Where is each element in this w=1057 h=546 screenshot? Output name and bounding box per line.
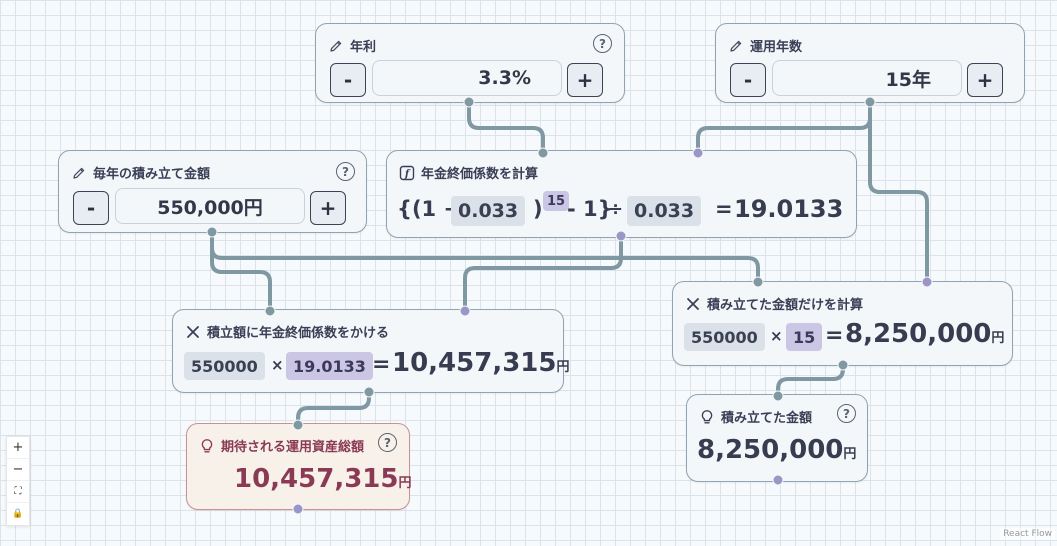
expected-total-target-handle[interactable] bbox=[292, 419, 304, 431]
factor-chip: 19.0133 bbox=[286, 352, 373, 380]
pencil-icon bbox=[328, 38, 344, 54]
attribution-link[interactable]: React Flow bbox=[1000, 528, 1055, 540]
multiply-years-node[interactable]: 積み立てた金額だけを計算 550000 × 15 = 8,250,000円 bbox=[672, 281, 1013, 366]
rate-input[interactable]: 3.3% bbox=[372, 60, 562, 96]
rate-chip-2: 0.033 bbox=[627, 196, 702, 226]
multiply-years-saving-target-handle[interactable] bbox=[752, 276, 764, 288]
pencil-icon bbox=[728, 38, 744, 54]
expected-total-node[interactable]: 期待される運用資産総額 ? 10,457,315円 bbox=[186, 423, 412, 510]
multiply-years-result: 8,250,000円 bbox=[845, 319, 1005, 349]
factor-result: 19.0133 bbox=[734, 195, 844, 223]
multiply-factor-result: 10,457,315円 bbox=[392, 348, 570, 378]
function-icon: f bbox=[399, 165, 415, 181]
multiply-factor-saving-target-handle[interactable] bbox=[264, 305, 276, 317]
increment-years-button[interactable]: + bbox=[967, 63, 1003, 97]
years-source-handle[interactable] bbox=[864, 96, 876, 108]
formula-open: {(1 + bbox=[397, 197, 462, 221]
years-node[interactable]: 運用年数 - 15年 + bbox=[715, 23, 1025, 103]
multiply-years-title: 積み立てた金額だけを計算 bbox=[685, 294, 863, 313]
factor-years-target-handle[interactable] bbox=[692, 147, 704, 159]
yearly-saving-node[interactable]: 毎年の積み立て金額 ? - 550,000円 + bbox=[58, 150, 367, 233]
pencil-icon bbox=[71, 165, 87, 181]
edge-years-to-multiply-years bbox=[868, 99, 929, 284]
multiply-years-source-handle[interactable] bbox=[837, 359, 849, 371]
equals-sign: = bbox=[715, 197, 733, 221]
fit-view-button[interactable]: ⛶ bbox=[7, 481, 29, 503]
saving-chip: 550000 bbox=[184, 352, 265, 380]
rate-source-handle[interactable] bbox=[463, 96, 475, 108]
edge-multiply-years-to-saved bbox=[776, 363, 845, 399]
lock-button[interactable]: 🔒 bbox=[12, 509, 24, 519]
saving-input[interactable]: 550,000円 bbox=[115, 188, 305, 224]
saving-source-handle[interactable] bbox=[206, 226, 218, 238]
multiply-factor-factor-target-handle[interactable] bbox=[459, 305, 471, 317]
multiply-icon bbox=[185, 324, 201, 340]
edge-saving-to-multiply-factor bbox=[210, 228, 272, 313]
multiply-icon bbox=[685, 296, 701, 312]
times-sign: × bbox=[770, 327, 783, 345]
equals-sign: = bbox=[825, 323, 844, 348]
multiply-factor-source-handle[interactable] bbox=[363, 386, 375, 398]
zoom-in-button[interactable]: + bbox=[7, 437, 29, 459]
help-icon[interactable]: ? bbox=[837, 404, 856, 423]
divide-sign: ÷ bbox=[608, 199, 624, 220]
annual-rate-title: 年利 bbox=[328, 36, 376, 55]
multiply-years-years-target-handle[interactable] bbox=[921, 276, 933, 288]
multiply-factor-node[interactable]: 積立額に年金終価係数をかける 550000 × 19.0133 = 10,457… bbox=[172, 309, 570, 393]
expected-total-source-handle[interactable] bbox=[292, 503, 304, 515]
minus-one: - 1} bbox=[567, 197, 613, 221]
times-sign: × bbox=[271, 356, 284, 374]
lightbulb-icon bbox=[699, 409, 715, 425]
saved-total-title: 積み立てた金額 bbox=[699, 407, 812, 426]
help-icon[interactable]: ? bbox=[378, 433, 397, 452]
rate-chip: 0.033 bbox=[451, 196, 526, 226]
yearly-saving-title: 毎年の積み立て金額 bbox=[71, 163, 210, 182]
factor-rate-target-handle[interactable] bbox=[537, 147, 549, 159]
multiply-factor-title: 積立額に年金終価係数をかける bbox=[185, 322, 389, 341]
saved-total-target-handle[interactable] bbox=[772, 390, 784, 402]
exponent-chip: 15 bbox=[543, 191, 570, 211]
saved-total-node[interactable]: 積み立てた金額 ? 8,250,000円 bbox=[686, 394, 868, 482]
edge-factor-to-multiply-factor bbox=[463, 233, 623, 313]
equals-sign: = bbox=[372, 352, 391, 377]
expected-total-title: 期待される運用資産総額 bbox=[199, 436, 364, 455]
factor-source-handle[interactable] bbox=[615, 230, 627, 242]
expected-total-value: 10,457,315円 bbox=[234, 464, 412, 494]
close-paren: ) bbox=[533, 197, 543, 221]
annual-rate-node[interactable]: 年利 ? - 3.3% + bbox=[315, 23, 625, 103]
help-icon[interactable]: ? bbox=[336, 162, 355, 181]
flow-controls: + − ⛶ 🔒 bbox=[6, 436, 30, 526]
years-title: 運用年数 bbox=[728, 36, 802, 55]
decrement-saving-button[interactable]: - bbox=[73, 191, 109, 225]
saving-chip: 550000 bbox=[684, 323, 765, 351]
years-chip: 15 bbox=[786, 323, 823, 351]
zoom-out-button[interactable]: − bbox=[7, 459, 29, 481]
edge-rate-to-factor bbox=[467, 99, 545, 156]
edge-years-to-factor bbox=[696, 99, 872, 156]
years-input[interactable]: 15年 bbox=[772, 60, 962, 96]
increment-saving-button[interactable]: + bbox=[310, 191, 346, 225]
help-icon[interactable]: ? bbox=[593, 34, 612, 53]
saved-total-value: 8,250,000円 bbox=[697, 435, 857, 465]
factor-calc-title: f 年金終価係数を計算 bbox=[399, 163, 538, 182]
svg-text:f: f bbox=[404, 169, 411, 180]
increment-rate-button[interactable]: + bbox=[567, 63, 603, 97]
decrement-years-button[interactable]: - bbox=[730, 63, 766, 97]
decrement-rate-button[interactable]: - bbox=[330, 63, 366, 97]
edge-multiply-factor-to-expected bbox=[296, 390, 371, 428]
lightbulb-icon bbox=[199, 438, 215, 454]
factor-calc-node[interactable]: f 年金終価係数を計算 {(1 + 0.033 ) 15 - 1} ÷ 0.03… bbox=[386, 150, 857, 238]
saved-total-source-handle[interactable] bbox=[772, 474, 784, 486]
